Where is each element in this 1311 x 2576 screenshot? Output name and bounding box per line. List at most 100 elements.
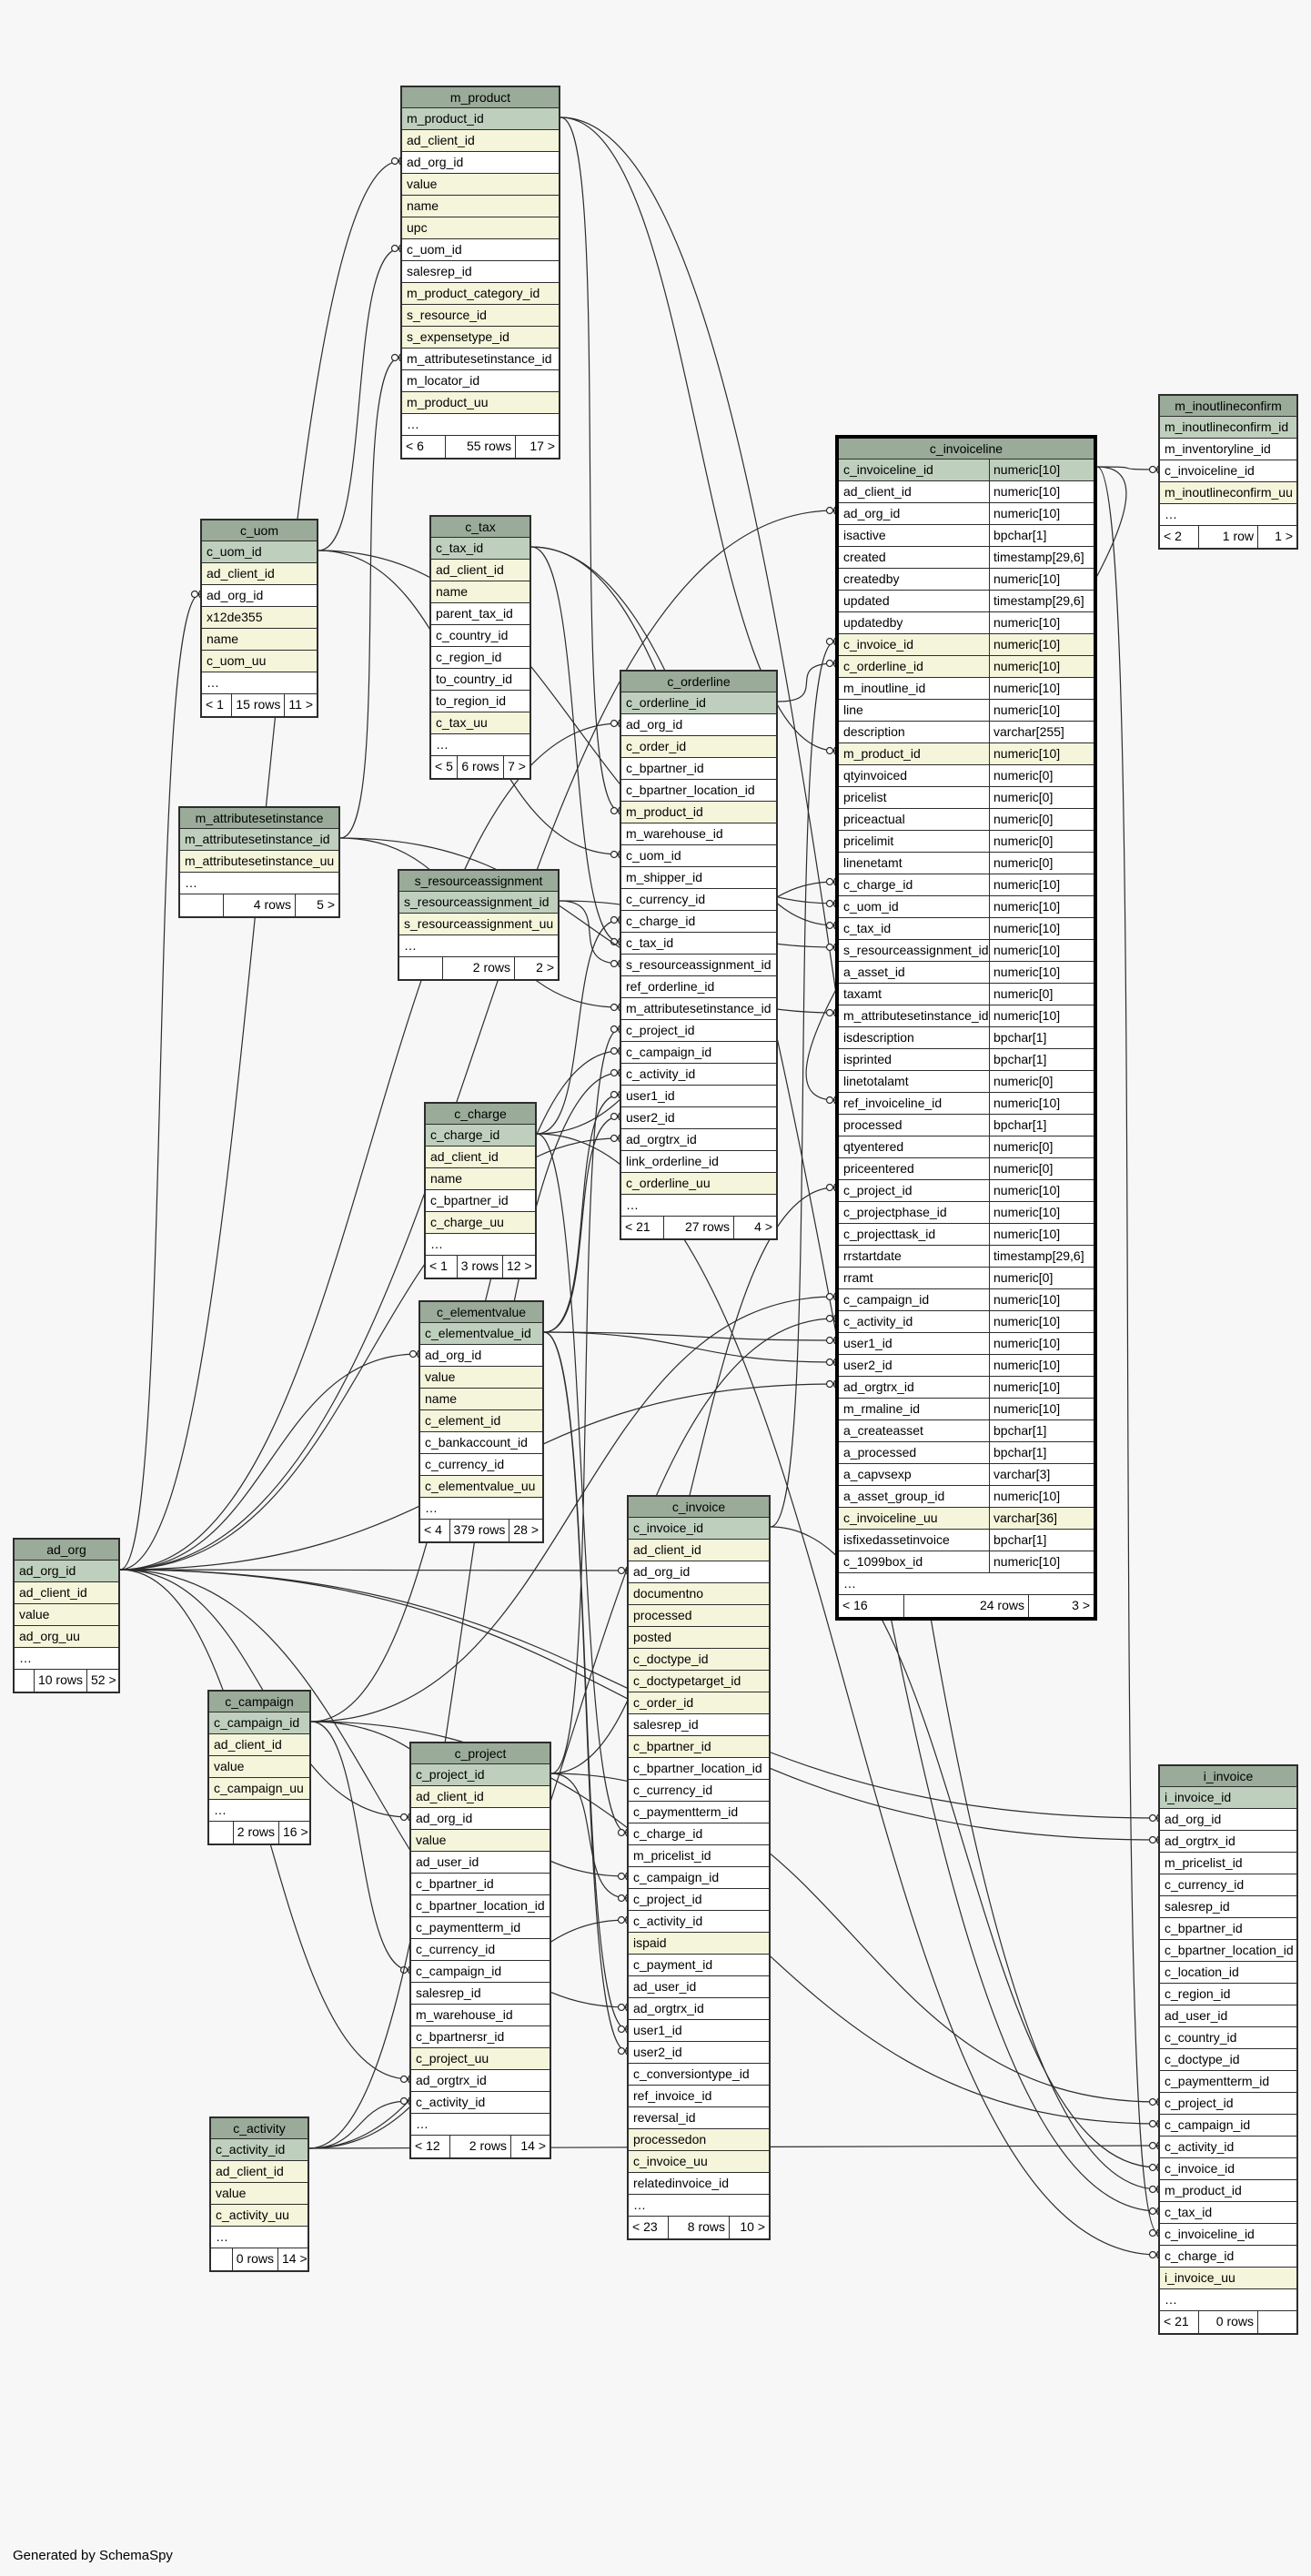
- column-row[interactable]: c_charge_uu: [426, 1212, 535, 1234]
- column-row[interactable]: value: [402, 174, 559, 196]
- column-row[interactable]: c_activity_id: [629, 1911, 769, 1933]
- column-row[interactable]: m_attributesetinstance_uu: [180, 851, 338, 873]
- parents-link[interactable]: < 2: [1160, 526, 1199, 548]
- column-row[interactable]: m_pricelist_id: [629, 1845, 769, 1867]
- children-link[interactable]: 14 >: [282, 2251, 308, 2266]
- column-row[interactable]: c_charge_id: [1160, 2246, 1296, 2268]
- children-link[interactable]: 7 >: [508, 759, 526, 773]
- table-header[interactable]: c_campaign: [209, 1692, 309, 1712]
- column-row[interactable]: reversal_id: [629, 2107, 769, 2129]
- column-row[interactable]: c_conversiontype_id: [629, 2064, 769, 2086]
- column-row[interactable]: ad_client_id: [211, 2161, 308, 2183]
- column-row[interactable]: c_charge_id: [426, 1125, 535, 1147]
- parents-link[interactable]: < 16: [839, 1595, 904, 1617]
- column-row[interactable]: c_activity_uu: [211, 2205, 308, 2227]
- column-row[interactable]: salesrep_id: [411, 1983, 550, 2005]
- column-row[interactable]: processedon: [629, 2129, 769, 2151]
- children-link[interactable]: 3 >: [1072, 1598, 1090, 1612]
- children-link[interactable]: 16 >: [283, 1824, 308, 1839]
- children-link[interactable]: [1258, 2311, 1296, 2333]
- column-row[interactable]: s_expensetype_id: [402, 327, 559, 349]
- table-header[interactable]: c_tax: [431, 517, 529, 538]
- column-row[interactable]: ad_org_id: [1160, 1809, 1296, 1831]
- column-row[interactable]: value: [411, 1830, 550, 1852]
- column-row[interactable]: name: [431, 581, 529, 603]
- column-row[interactable]: c_doctypetarget_id: [629, 1671, 769, 1692]
- column-row[interactable]: c_charge_id: [621, 911, 776, 933]
- column-row[interactable]: value: [211, 2183, 308, 2205]
- column-row[interactable]: m_warehouse_id: [621, 823, 776, 845]
- column-row[interactable]: s_resource_id: [402, 305, 559, 327]
- children-link[interactable]: 5 >: [317, 897, 335, 912]
- column-row[interactable]: c_uom_uu: [202, 651, 317, 672]
- column-row[interactable]: c_bpartner_id: [411, 1874, 550, 1895]
- column-row[interactable]: c_project_id: [1160, 2093, 1296, 2115]
- column-row[interactable]: c_project_uu: [411, 2048, 550, 2070]
- parents-link[interactable]: [209, 1822, 234, 1844]
- column-row[interactable]: m_inoutlineconfirm_uu: [1160, 482, 1296, 504]
- table-header[interactable]: s_resourceassignment: [399, 871, 558, 892]
- column-row[interactable]: c_uom_id: [202, 541, 317, 563]
- column-row[interactable]: salesrep_id: [1160, 1896, 1296, 1918]
- parents-link[interactable]: < 4: [420, 1520, 450, 1541]
- column-row[interactable]: c_elementvalue_id: [420, 1323, 542, 1345]
- column-row[interactable]: m_locator_id: [402, 370, 559, 392]
- column-row[interactable]: m_shipper_id: [621, 867, 776, 889]
- column-row[interactable]: posted: [629, 1627, 769, 1649]
- table-header[interactable]: i_invoice: [1160, 1766, 1296, 1787]
- children-link[interactable]: 52 >: [91, 1672, 116, 1687]
- children-link[interactable]: 11 >: [288, 697, 313, 712]
- column-row[interactable]: c_uom_id: [402, 239, 559, 261]
- column-row[interactable]: c_tax_uu: [431, 712, 529, 734]
- column-row[interactable]: ad_org_id: [420, 1345, 542, 1367]
- column-row[interactable]: c_country_id: [431, 625, 529, 647]
- table-header[interactable]: c_invoiceline: [839, 439, 1094, 460]
- column-row[interactable]: c_bpartner_id: [629, 1736, 769, 1758]
- column-row[interactable]: c_invoice_id: [1160, 2158, 1296, 2180]
- column-row[interactable]: ad_orgtrx_id: [629, 1998, 769, 2020]
- column-row[interactable]: c_paymentterm_id: [411, 1917, 550, 1939]
- column-row[interactable]: c_tax_id: [431, 538, 529, 560]
- column-row[interactable]: ad_client_id: [15, 1582, 118, 1604]
- column-row[interactable]: c_bpartner_location_id: [1160, 1940, 1296, 1962]
- column-row[interactable]: c_order_id: [621, 736, 776, 758]
- column-row[interactable]: ad_org_id: [411, 1808, 550, 1830]
- table-header[interactable]: m_product: [402, 87, 559, 108]
- children-link[interactable]: 12 >: [507, 1258, 532, 1273]
- column-row[interactable]: ad_user_id: [411, 1852, 550, 1874]
- column-row[interactable]: c_charge_id: [629, 1823, 769, 1845]
- column-row[interactable]: c_campaign_id: [629, 1867, 769, 1889]
- column-row[interactable]: c_uom_id: [621, 845, 776, 867]
- column-row[interactable]: m_product_id: [621, 802, 776, 823]
- parents-link[interactable]: [180, 894, 224, 916]
- column-row[interactable]: i_invoice_id: [1160, 1787, 1296, 1809]
- column-row[interactable]: documentno: [629, 1583, 769, 1605]
- parents-link[interactable]: < 21: [1160, 2311, 1199, 2333]
- parents-link[interactable]: < 1: [202, 694, 233, 716]
